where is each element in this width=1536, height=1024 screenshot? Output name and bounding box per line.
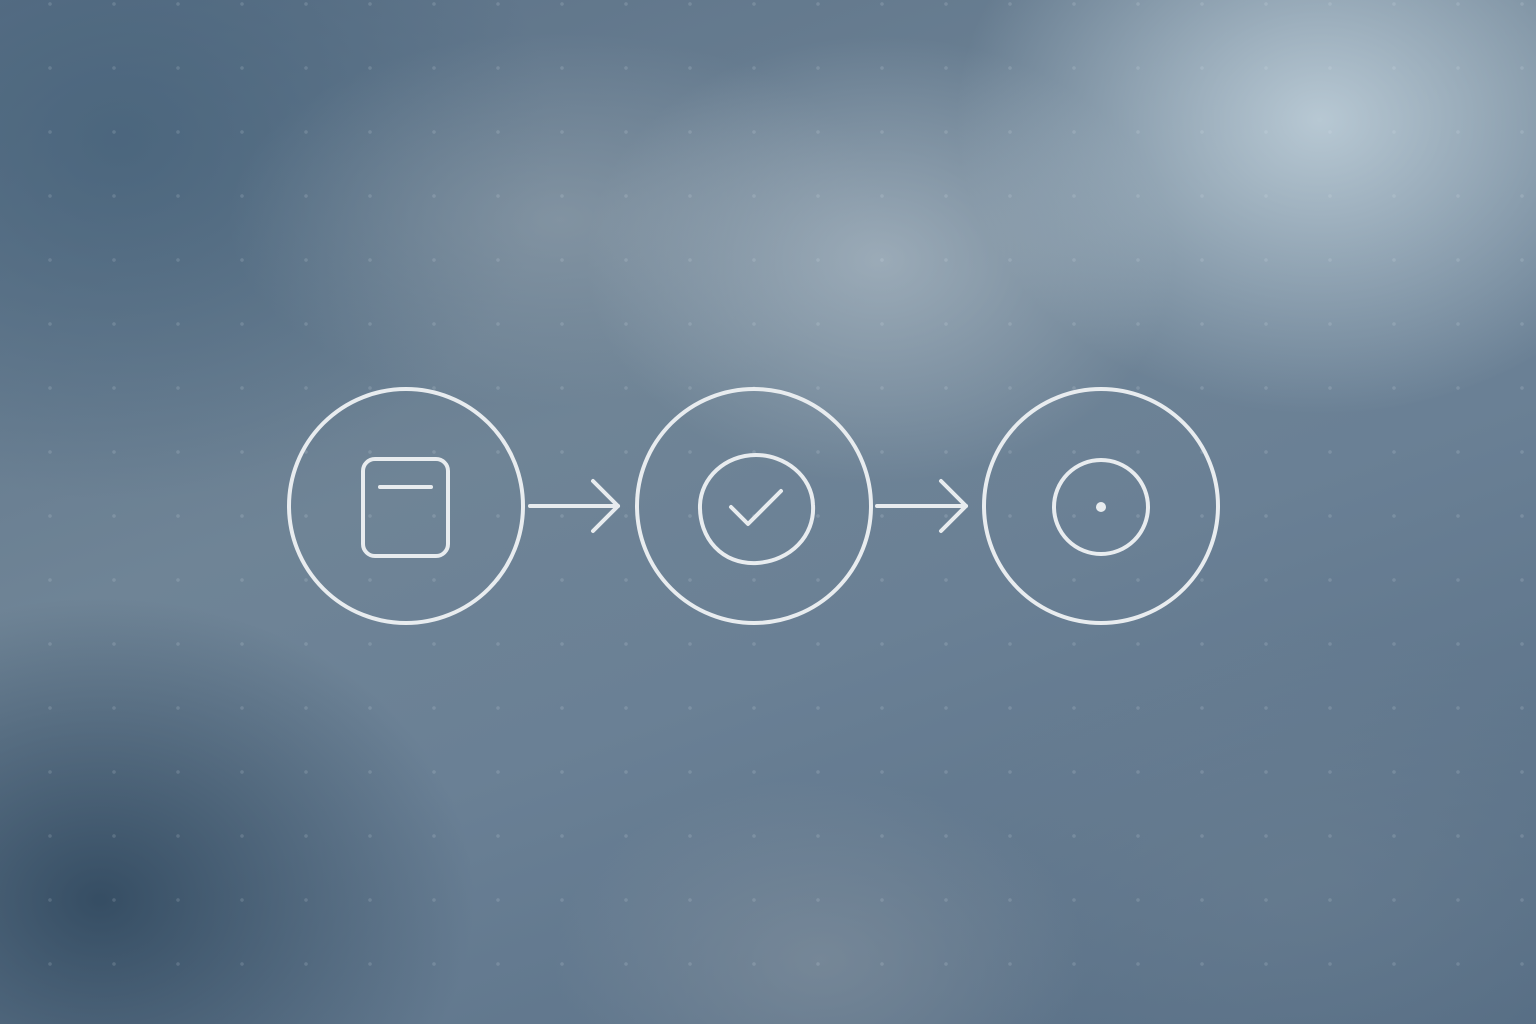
step-2-circle: [635, 387, 873, 625]
window-panel-icon: [361, 457, 450, 558]
step-1-node: [287, 387, 525, 625]
step-3-circle: [982, 387, 1220, 625]
arrow-connector-2: [875, 479, 968, 533]
arrow-connector-1: [528, 479, 620, 533]
step-2-node: [635, 387, 873, 625]
step-1-circle: [287, 387, 525, 625]
step-3-node: [982, 387, 1220, 625]
check-badge-icon: [697, 453, 816, 566]
target-dot-icon: [1052, 458, 1150, 556]
